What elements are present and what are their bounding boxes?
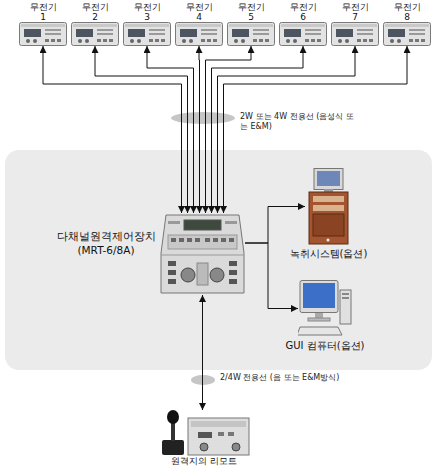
node-label: 무전기 7 [338, 2, 372, 22]
radio-illustration [123, 22, 171, 46]
node-label: 원격지의 리모트 [148, 456, 260, 466]
radio-illustration [71, 22, 119, 46]
radio-device: 무전기 3 [123, 22, 171, 46]
connector-line [43, 46, 182, 213]
bundle-ellipse [171, 112, 235, 124]
node-label: 무전기 6 [286, 2, 320, 22]
radio-illustration [227, 22, 275, 46]
radio-illustration [279, 22, 327, 46]
controller-device: 다채널원격제어장치 (MRT-6/8A) [160, 213, 245, 295]
connector-line [202, 295, 203, 410]
node-label: 무전기 8 [390, 2, 424, 22]
radio-device: 무전기 2 [71, 22, 119, 46]
connector-line [199, 46, 201, 213]
radio-device: 무전기 4 [175, 22, 223, 46]
connector-line [224, 46, 408, 213]
radio-device: 무전기 1 [19, 22, 67, 46]
radio-illustration [331, 22, 379, 46]
recording-system: 녹취시스템(옵션) [305, 168, 352, 245]
remote-unit: 원격지의 리모트 [158, 410, 250, 456]
gui-computer-illustration [298, 280, 352, 337]
node-label: 무전기 5 [234, 2, 268, 22]
controller-illustration [160, 213, 245, 295]
node-label: 무전기 2 [78, 2, 112, 22]
radio-device: 무전기 5 [227, 22, 275, 46]
remote-unit-illustration [158, 410, 250, 456]
connector-line [245, 207, 305, 244]
node-label: 무전기 3 [130, 2, 164, 22]
radio-illustration [175, 22, 223, 46]
node-label: 다채널원격제어장치 (MRT-6/8A) [54, 229, 158, 257]
node-label: GUI 컴퓨터(옵션) [273, 340, 377, 352]
radio-device: 무전기 6 [279, 22, 327, 46]
node-label: 녹취시스템(옵션) [280, 248, 377, 260]
line-callout: 2/4W 전용선 (음 또는 E&M방식) [220, 373, 340, 383]
connector-line [218, 46, 356, 213]
radio-device: 무전기 8 [383, 22, 431, 46]
radio-illustration [19, 22, 67, 46]
connector-line [95, 46, 188, 213]
line-callout: 2W 또는 4W 전용선 (음성식 또는 E&M) [240, 112, 358, 132]
node-label: 무전기 4 [182, 2, 216, 22]
radio-device: 무전기 7 [331, 22, 379, 46]
radio-illustration [383, 22, 431, 46]
connector-line [147, 46, 194, 213]
gui-computer: GUI 컴퓨터(옵션) [298, 280, 352, 337]
recording-system-illustration [305, 168, 352, 245]
node-label: 무전기 1 [26, 2, 60, 22]
